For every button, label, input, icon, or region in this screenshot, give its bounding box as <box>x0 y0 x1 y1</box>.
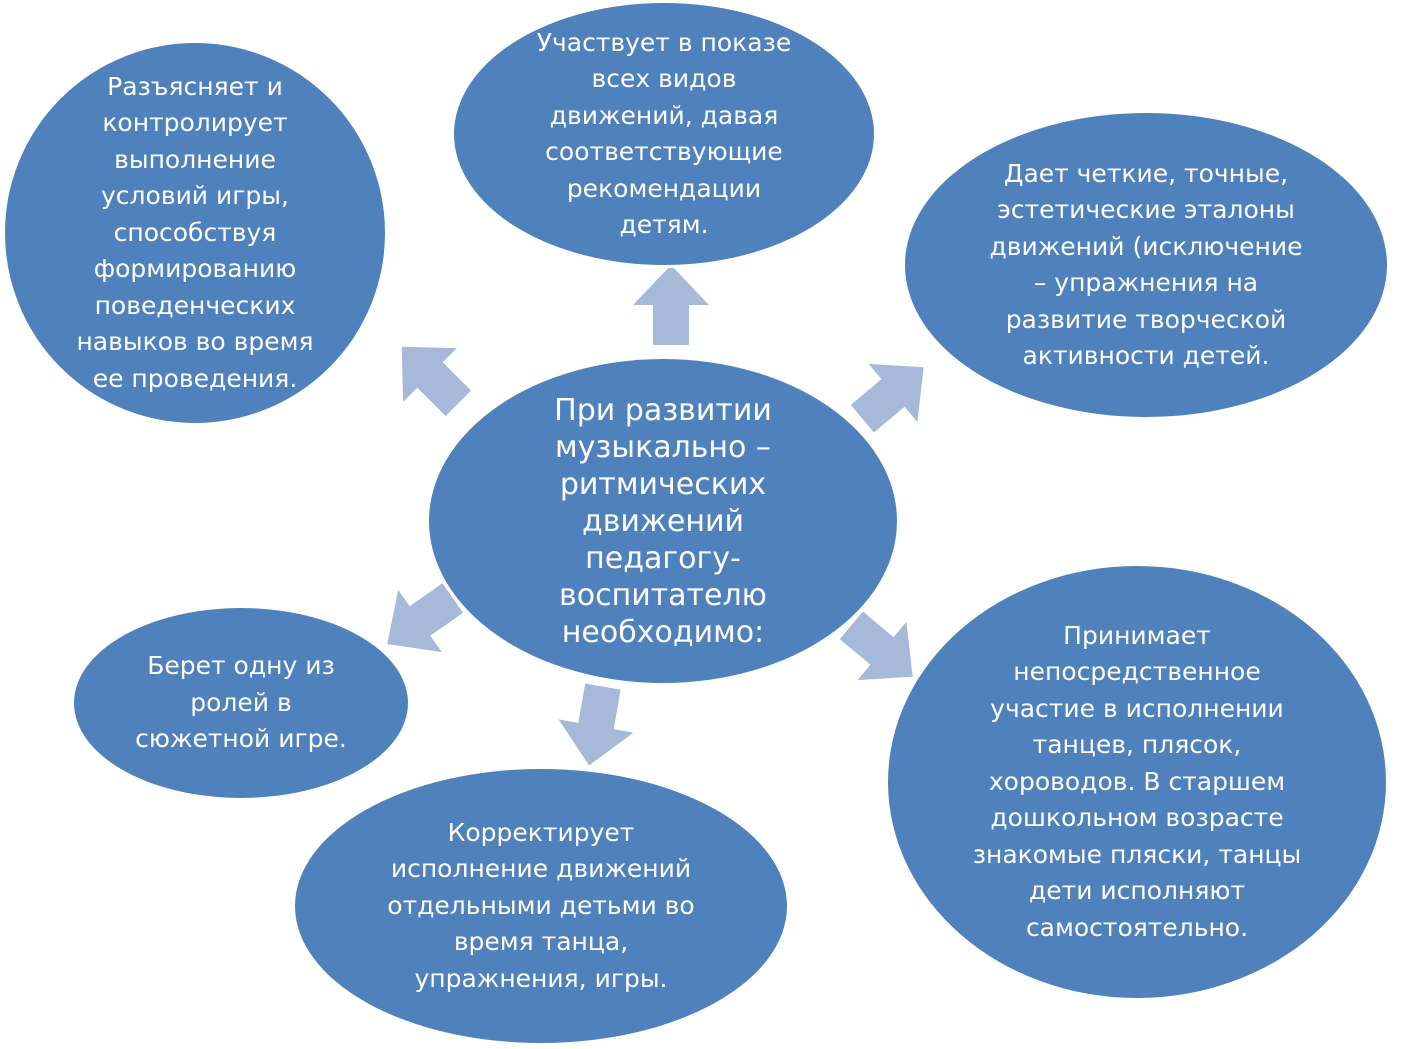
text-line: непосредственное <box>1013 657 1261 687</box>
node-demonstrates-movements: Участвует в показе всех видов движений, да… <box>451 0 877 268</box>
text-line: соответствующие <box>545 137 783 166</box>
text-line: контролирует <box>102 108 288 138</box>
arrow-to-top <box>633 265 709 345</box>
node-text: Принимает непосредственное участие в испол… <box>973 618 1302 947</box>
arrow-to-bottom-right <box>839 611 913 681</box>
text-line: условий игры, <box>101 181 289 211</box>
text-line: – упражнения на <box>1033 268 1259 297</box>
arrow-to-top-left <box>401 346 472 417</box>
text-line: дошкольном возрасте <box>990 803 1284 833</box>
text-line: время танца, <box>453 927 629 957</box>
text-line: танцев, плясок, <box>1032 730 1242 760</box>
text-line: участие в исполнении <box>990 693 1284 723</box>
text-line: навыков во время <box>76 327 314 357</box>
text-line: движений (исключение <box>989 231 1303 261</box>
text-line: рекомендации <box>566 173 762 203</box>
text-line: педагогу- <box>585 540 741 576</box>
text-line: активности детей. <box>1022 341 1270 370</box>
node-text: Дает четкие, точные, эстетические эталоны… <box>990 156 1303 375</box>
text-line: ролей в <box>190 687 292 717</box>
text-line: ритмических <box>559 466 767 502</box>
text-line: способствуя <box>113 217 277 247</box>
text-line: отдельными детьми во <box>387 890 695 920</box>
node-text: Разъясняет и контролирует выполнение услови… <box>76 69 313 398</box>
text-line: необходимо: <box>561 614 765 650</box>
arrow-to-bottom-left <box>387 583 464 653</box>
node-text: Берет одну из ролей в сюжетной игре. <box>135 648 347 758</box>
node-text: Участвует в показе всех видов движений, да… <box>537 25 791 244</box>
text-line: ее проведения. <box>92 363 298 393</box>
text-line: Корректирует <box>447 817 635 847</box>
text-line: движений <box>581 503 744 539</box>
text-line: всех видов <box>591 64 737 93</box>
text-line: Берет одну из <box>147 651 335 681</box>
arrow-to-top-right <box>850 363 924 433</box>
text-line: дети исполняют <box>1028 876 1246 906</box>
text-line: Принимает <box>1063 620 1211 650</box>
node-takes-part-in-dances: Принимает непосредственное участие в испол… <box>885 563 1389 1001</box>
text-line: поведенческих <box>94 290 296 320</box>
text-line: воспитателю <box>559 577 767 613</box>
text-line: развитие творческой <box>1005 304 1287 334</box>
arrow-to-bottom <box>558 683 634 766</box>
node-corrects-movements: Корректирует исполнение движений отдельным… <box>292 766 790 1046</box>
text-line: эстетические эталоны <box>997 195 1295 224</box>
text-line: самостоятельно. <box>1025 912 1249 942</box>
text-line: упражнения, игры. <box>414 963 668 993</box>
text-line: Дает четкие, точные, <box>1003 158 1289 188</box>
text-line: При развитии <box>554 392 772 428</box>
text-line: Разъясняет и <box>107 71 283 101</box>
arrows <box>387 265 924 766</box>
text-line: выполнение <box>114 144 276 174</box>
text-line: движений, давая <box>549 100 779 130</box>
node-takes-a-role: Берет одну из ролей в сюжетной игре. <box>71 605 411 801</box>
text-line: детям. <box>619 210 709 239</box>
text-line: исполнение движений <box>390 854 692 884</box>
text-line: формированию <box>93 254 297 284</box>
node-gives-standards: Дает четкие, точные, эстетические эталоны… <box>902 110 1390 420</box>
text-line: музыкально – <box>555 429 771 465</box>
node-explains-game-rules: Разъясняет и контролирует выполнение услови… <box>2 40 388 426</box>
text-line: Участвует в показе <box>536 27 792 57</box>
text-line: знакомые пляски, танцы <box>972 839 1302 869</box>
node-text: Корректирует исполнение движений отдельным… <box>387 815 694 998</box>
text-line: сюжетной игре. <box>135 724 347 754</box>
text-line: хороводов. В старшем <box>988 766 1286 796</box>
